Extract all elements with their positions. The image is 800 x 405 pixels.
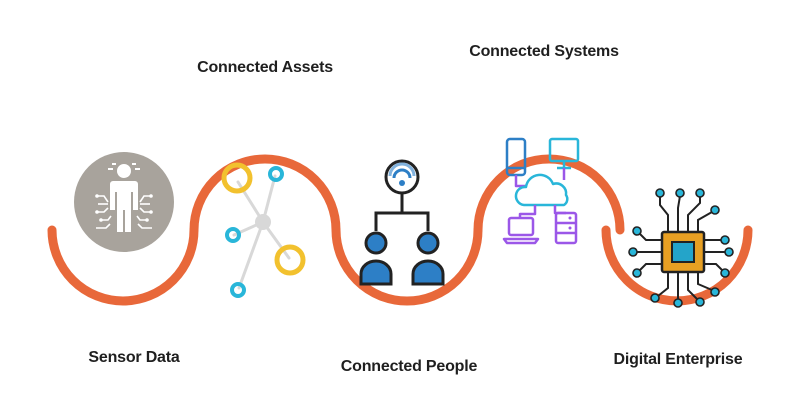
wave-arc-connected-assets	[189, 154, 341, 235]
stage-label-digital-enterprise: Digital Enterprise	[613, 351, 743, 368]
network-nodes-icon	[221, 162, 306, 298]
stage-label-connected-assets: Connected Assets	[197, 59, 333, 76]
chip-icon	[628, 188, 734, 308]
cloud-devices-icon	[502, 137, 580, 245]
stage-label-sensor-data: Sensor Data	[88, 349, 180, 366]
stage-label-connected-people: Connected People	[340, 358, 478, 375]
wave-arc-sensor-data	[47, 225, 199, 306]
wave-arc-connected-people	[331, 225, 483, 306]
wave-arc-connected-systems	[473, 154, 625, 235]
sensor-person-icon	[74, 152, 174, 252]
people-wifi-icon	[359, 159, 445, 286]
stage-label-connected-systems: Connected Systems	[469, 43, 619, 60]
